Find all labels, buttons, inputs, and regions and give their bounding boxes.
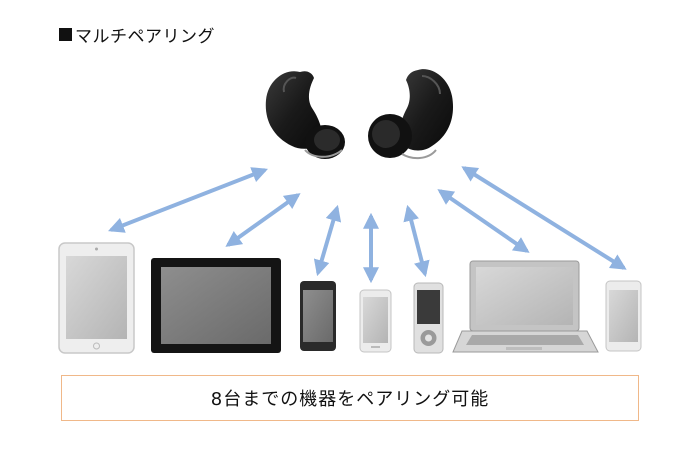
device-music-player: [413, 282, 444, 354]
caption-box: 8台までの機器をペアリング可能: [61, 375, 639, 421]
device-laptop: [452, 260, 599, 353]
earbud-right-icon: [368, 69, 454, 160]
device-smartphone: [359, 289, 392, 353]
section-heading-text: マルチペアリング: [75, 27, 215, 47]
connection-arrows: [108, 166, 627, 284]
device-tablet-large: [151, 258, 281, 353]
arrow-smartphone-3: [461, 166, 627, 270]
section-heading: マルチペアリング: [59, 22, 215, 47]
device-smartphone: [605, 280, 642, 352]
square-bullet-icon: [59, 28, 72, 41]
arrow-music-player: [403, 204, 430, 278]
device-tablet: [58, 242, 135, 354]
arrow-smartphone-1: [313, 204, 342, 277]
device-smartphone: [300, 281, 336, 351]
arrow-tablet-large: [225, 193, 301, 247]
caption-text: 8台までの機器をペアリング可能: [210, 389, 490, 410]
arrow-tablet: [108, 167, 268, 233]
earbud-left-icon: [265, 71, 345, 159]
